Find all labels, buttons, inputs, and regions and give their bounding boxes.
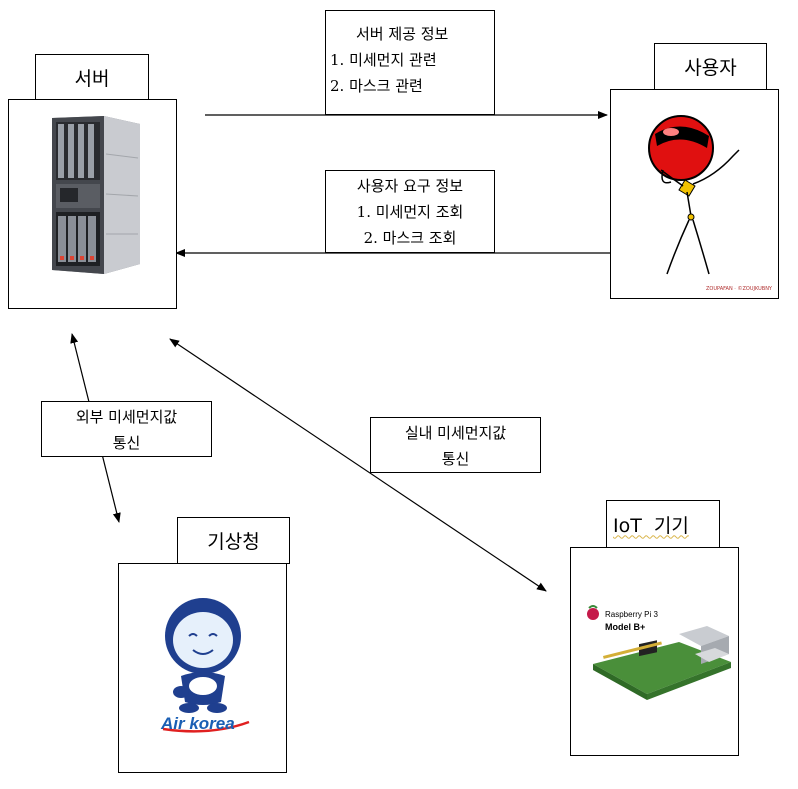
kma-label: 기상청: [177, 517, 290, 564]
server-label-text: 서버: [74, 67, 110, 90]
user-stick-figure-icon: [648, 115, 740, 275]
kma-label-text: 기상청: [207, 531, 260, 553]
user-request-item-2: 2. 마스크 조회: [363, 229, 457, 247]
user-label-text: 사용자: [684, 57, 737, 79]
board-model-text: Model B+: [605, 622, 646, 632]
user-label: 사용자: [654, 43, 767, 90]
outdoor-dust-note: 외부 미세먼지값 통신: [41, 401, 212, 457]
user-request-title: 사용자 요구 정보: [356, 177, 464, 195]
server-provide-item-2: 2. 마스크 관련: [330, 77, 423, 95]
server-rack-icon: [52, 116, 140, 274]
board-brand-text: Raspberry Pi 3: [605, 610, 658, 619]
server-provide-note: 서버 제공 정보 1. 미세먼지 관련 2. 마스크 관련: [325, 10, 495, 115]
kma-box: Air korea: [118, 563, 287, 773]
user-box: ZOUPAFAN · ©ZOUJKUBNY: [610, 89, 779, 299]
iot-box: Raspberry Pi 3 Model B+: [570, 547, 739, 756]
outdoor-dust-line1: 외부 미세먼지값: [75, 408, 178, 426]
user-image-credit: ZOUPAFAN · ©ZOUJKUBNY: [705, 286, 772, 292]
outdoor-dust-line2: 통신: [112, 434, 141, 452]
arrow-server-iot: [169, 338, 547, 592]
user-request-note: 사용자 요구 정보 1. 미세먼지 조회 2. 마스크 조회: [325, 170, 495, 253]
server-label: 서버: [35, 54, 149, 100]
indoor-dust-line2: 통신: [441, 450, 470, 468]
server-provide-title: 서버 제공 정보: [356, 25, 449, 43]
indoor-dust-note: 실내 미세먼지값 통신: [370, 417, 541, 473]
airkorea-mascot-icon: [162, 598, 250, 733]
server-box: [8, 99, 177, 309]
indoor-dust-line1: 실내 미세먼지값: [404, 424, 507, 442]
iot-label: IoT 기기: [606, 500, 720, 548]
user-request-item-1: 1. 미세먼지 조회: [356, 203, 464, 221]
airkorea-logo-text: Air korea: [161, 714, 235, 733]
iot-label-text: IoT 기기: [613, 514, 689, 537]
raspberry-pi-board-icon: [587, 605, 731, 700]
server-provide-item-1: 1. 미세먼지 관련: [330, 51, 437, 69]
